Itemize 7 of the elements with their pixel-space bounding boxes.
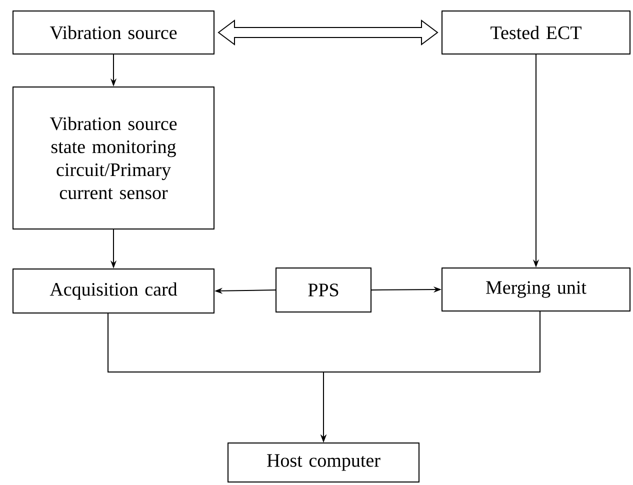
process-box: Merging unit: [442, 268, 630, 312]
process-box: Vibration source state monitoring circuit/Primary current sensor: [12, 86, 214, 230]
process-box: Vibration source: [12, 10, 214, 54]
process-box: PPS: [276, 268, 372, 312]
process-box: Host computer: [228, 442, 420, 482]
process-box: Acquisition card: [12, 268, 214, 314]
process-box: Tested ECT: [442, 10, 630, 54]
